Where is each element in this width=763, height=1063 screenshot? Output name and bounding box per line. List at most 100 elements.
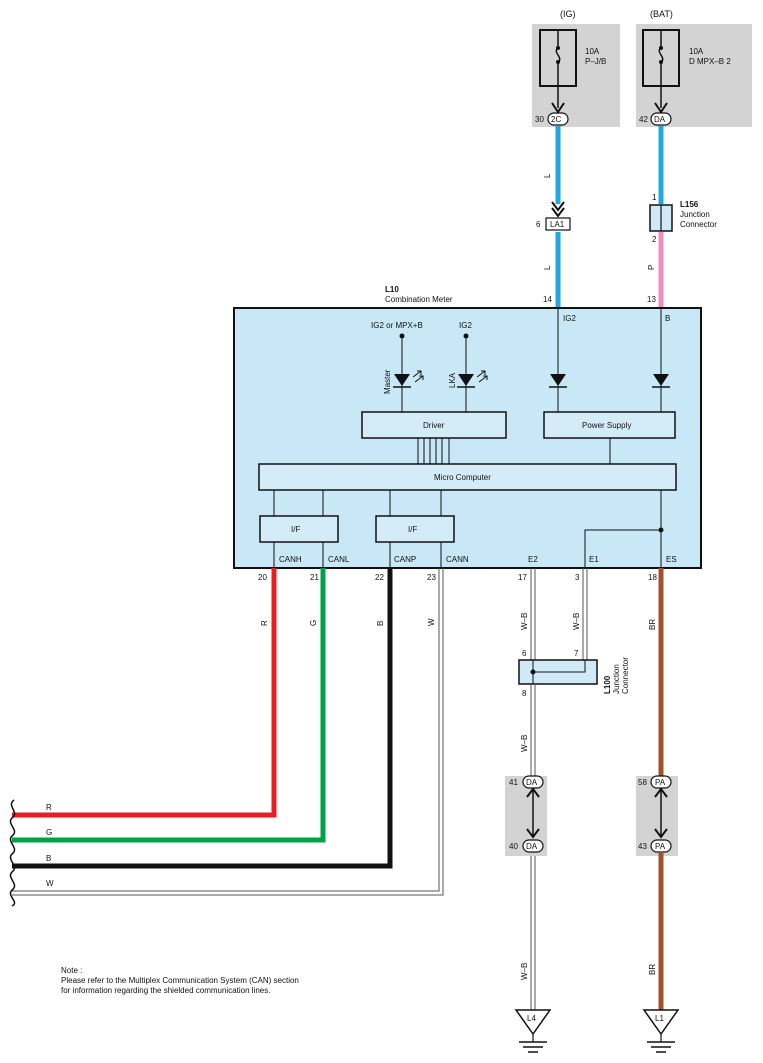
l156-pin-bottom: 2 — [652, 235, 657, 244]
supply-left-label: IG2 or MPX+B — [371, 321, 423, 330]
inline-da-oval-bottom — [522, 839, 544, 853]
term-es: ES — [666, 555, 677, 564]
l100-name-2: Connector — [621, 657, 630, 694]
l156-connector: 1 2 L156 Junction Connector — [649, 193, 717, 244]
l100-connector: 6 7 8 L100 Junction Connector — [518, 649, 630, 698]
meter-code: L10 — [385, 285, 399, 294]
driver-label: Driver — [423, 421, 445, 430]
wire-canh-red — [12, 568, 277, 818]
shield-break-icon — [9, 799, 16, 907]
master-led-icon — [393, 370, 424, 388]
note-title: Note : — [61, 966, 82, 975]
ig-connector-code: 2C — [551, 115, 561, 124]
wire-ground-left-label: W–B — [520, 963, 529, 980]
bat-fuse-name: D MPX–B 2 — [689, 57, 731, 66]
if-right-box — [375, 515, 455, 543]
ig2-diode-icon — [550, 374, 566, 386]
wire-ig-lower-label: L — [543, 265, 552, 270]
term-cann: CANN — [446, 555, 469, 564]
bat-fuse-dot-top — [659, 46, 663, 50]
pin-canp: 22 — [375, 573, 384, 582]
la1-arrow — [551, 201, 565, 218]
led-lka-label: LKA — [448, 372, 457, 388]
supply-right-label: IG2 — [459, 321, 472, 330]
l100-pin-a: 6 — [522, 649, 527, 658]
pin-e2: 17 — [518, 573, 527, 582]
ground-l4-icon — [514, 1009, 552, 1036]
l156-code: L156 — [680, 200, 699, 209]
pin-canl: 21 — [310, 573, 319, 582]
ig-fuse-dot-top — [556, 46, 560, 50]
led-master-label: Master — [383, 369, 392, 394]
b-diode-icon — [653, 374, 669, 386]
l100-code: L100 — [603, 675, 612, 694]
wire-l100-out-label: W–B — [520, 735, 529, 752]
bus-g-label: G — [46, 828, 52, 837]
l100-internal-link — [533, 660, 586, 673]
l156-name-2: Connector — [680, 220, 717, 229]
term-canl: CANL — [328, 555, 350, 564]
bat-connector-oval — [650, 112, 672, 126]
la1-name: LA1 — [550, 220, 565, 229]
wire-canl-green — [12, 568, 326, 843]
wire-ground-right-label: BR — [648, 964, 657, 975]
wire-cann-white-a — [12, 568, 440, 892]
pin-es: 18 — [648, 573, 657, 582]
ig-fuse-dot-bottom — [556, 60, 560, 64]
power-supply-box — [543, 411, 676, 439]
driver-box — [361, 411, 507, 439]
pin-cann: 23 — [427, 573, 436, 582]
wire-e1-label: W–B — [572, 613, 581, 630]
bus-w-label: W — [46, 879, 54, 888]
wire-es-label: BR — [648, 619, 657, 630]
l100-name-1: Junction — [612, 664, 621, 694]
ig-connector-oval — [547, 112, 569, 126]
if-left-box — [259, 515, 339, 543]
ground-l1-label: L1 — [655, 1014, 664, 1023]
ground-l1-icon — [642, 1009, 680, 1036]
wire-cann-white-b — [12, 568, 444, 896]
meter-name: Combination Meter — [385, 295, 453, 304]
meter-pin-b: 13 — [647, 295, 656, 304]
la1-pin: 6 — [536, 220, 541, 229]
inline-da-code-top: DA — [526, 778, 538, 787]
wire-ground-left — [530, 856, 536, 1010]
inline-pa-connector: PA 58 PA 43 — [636, 775, 678, 856]
la1-connector: LA1 6 — [536, 201, 571, 231]
wire-canl-label: G — [309, 620, 318, 626]
inline-da-code-bottom: DA — [526, 842, 538, 851]
inline-pa-code-top: PA — [655, 778, 666, 787]
bat-connector-arrow — [654, 102, 668, 114]
note-line-2: for information regarding the shielded c… — [61, 986, 270, 995]
ig-connector-arrow — [551, 102, 565, 114]
ground-l4-label: L4 — [527, 1014, 536, 1023]
meter-pin-ig2: 14 — [543, 295, 552, 304]
ig-source-label: (IG) — [560, 9, 576, 19]
ig-fuse-block: (IG) 10A P–J/B 2C 30 — [532, 9, 620, 127]
bat-connector-pin: 42 — [639, 115, 648, 124]
meter-term-b: B — [665, 314, 670, 323]
if-right-label: I/F — [408, 525, 417, 534]
l156-pin-top: 1 — [652, 193, 657, 202]
meter-term-ig2: IG2 — [563, 314, 576, 323]
wire-canh-label: R — [260, 620, 269, 626]
wire-bat-lower-label: P — [647, 265, 656, 270]
ig-fuse-name: P–J/B — [585, 57, 606, 66]
inline-pa-pin-top: 58 — [638, 778, 647, 787]
wire-canp-black — [12, 568, 393, 869]
driver-bus-lines — [417, 438, 450, 464]
wire-cann-label: W — [427, 618, 436, 626]
micro-computer-box — [258, 463, 677, 491]
bat-fuse-block: (BAT) 10A D MPX–B 2 DA 42 — [636, 9, 752, 127]
wire-e2-wb — [530, 568, 536, 660]
e1-internal — [584, 529, 661, 568]
la1-box — [545, 217, 571, 231]
bus-r-label: R — [46, 803, 52, 812]
bat-fuse-dot-bottom — [659, 60, 663, 64]
term-e1: E1 — [589, 555, 599, 564]
inline-da-pin-bottom: 40 — [509, 842, 518, 851]
wire-canp-label: B — [376, 621, 385, 626]
wire-e2-label: W–B — [520, 613, 529, 630]
